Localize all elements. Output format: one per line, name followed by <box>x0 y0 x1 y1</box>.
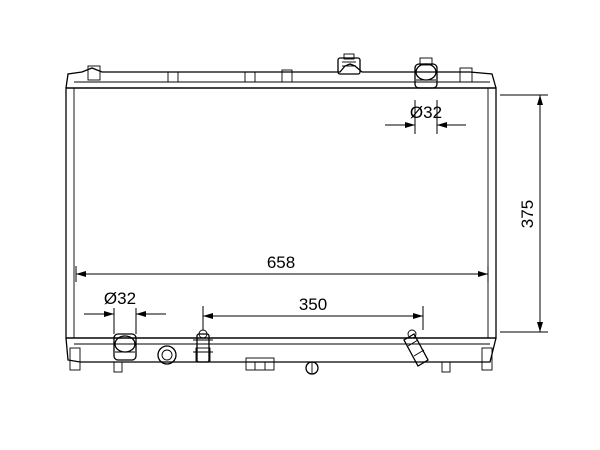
top-mounting-brackets <box>87 65 473 83</box>
dimension-pipe-spacing: 350 <box>202 295 424 330</box>
bottom-tank <box>65 337 497 373</box>
dimension-outlet-diameter: Ø32 <box>84 289 166 334</box>
top-tank <box>65 63 497 89</box>
bottom-small-fitting <box>305 361 319 375</box>
core-width-label: 658 <box>267 253 295 272</box>
dimension-inlet-diameter: Ø32 <box>385 100 466 134</box>
dimension-core-width: 658 <box>75 253 489 282</box>
oil-cooler-fitting-left <box>193 329 213 363</box>
outlet-pipe <box>113 333 137 361</box>
core-height-label: 375 <box>518 200 537 228</box>
inlet-diameter-label: Ø32 <box>410 103 442 122</box>
filler-cap <box>337 53 361 75</box>
inlet-pipe <box>414 57 438 89</box>
oil-cooler-fitting-right <box>403 329 429 367</box>
outlet-diameter-label: Ø32 <box>104 289 136 308</box>
dimension-core-height: 375 <box>500 94 548 333</box>
pipe-spacing-label: 350 <box>299 295 327 314</box>
drain-plug <box>157 345 177 365</box>
